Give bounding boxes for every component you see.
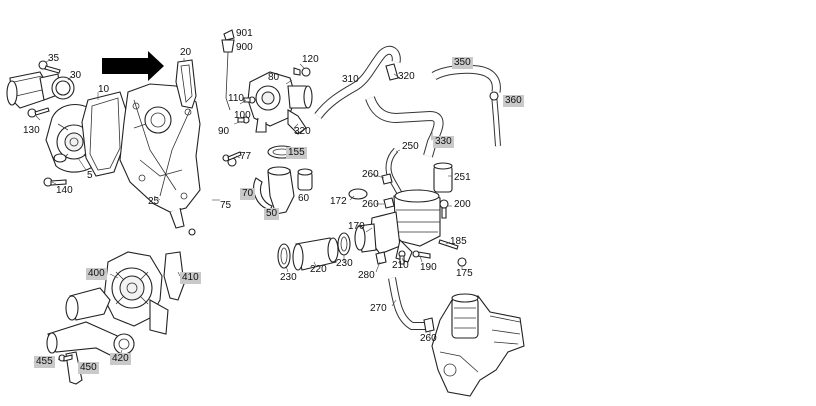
bolt-35 (38, 60, 61, 74)
part-label-310: 310 (342, 74, 359, 85)
auxiliary-pump-housing (354, 189, 441, 263)
part-label-455: 455 (34, 356, 55, 368)
part-label-260b: 260 (362, 199, 379, 210)
part-label-170: 170 (348, 221, 365, 232)
part-label-130: 130 (23, 125, 40, 136)
clamp-260a (381, 173, 393, 185)
part-label-100: 100 (234, 110, 251, 121)
bolt-130 (27, 107, 50, 118)
part-label-251: 251 (454, 172, 471, 183)
part-label-155: 155 (286, 147, 307, 159)
part-label-77: 77 (240, 151, 252, 162)
part-label-280: 280 (358, 270, 375, 281)
bolt-190 (412, 250, 431, 259)
hose-220 (292, 237, 339, 271)
sensor-900 (221, 29, 235, 111)
sleeve-60 (297, 168, 313, 191)
part-label-320a: 320 (294, 126, 311, 137)
part-label-30: 30 (70, 70, 82, 81)
part-label-230a: 230 (280, 272, 297, 283)
part-label-5: 5 (87, 170, 93, 181)
nut-175 (457, 257, 467, 267)
clamp-260c (423, 317, 435, 333)
part-label-200: 200 (454, 199, 471, 210)
part-label-10: 10 (98, 84, 110, 95)
part-label-900: 900 (236, 42, 253, 53)
part-label-120: 120 (302, 54, 319, 65)
part-label-450: 450 (78, 362, 99, 374)
bolt-210 (398, 250, 406, 265)
filter-cartridge-251 (433, 162, 453, 193)
pipe-420 (46, 321, 135, 359)
hose-320a (287, 109, 307, 135)
part-label-360: 360 (503, 95, 524, 107)
part-label-25: 25 (148, 196, 160, 207)
part-label-210: 210 (392, 260, 409, 271)
part-label-320b: 320 (398, 71, 415, 82)
part-label-185: 185 (450, 236, 467, 247)
part-label-420: 420 (110, 353, 131, 365)
hose-330 (365, 96, 444, 158)
part-label-110: 110 (228, 93, 244, 104)
part-label-220: 220 (310, 264, 327, 275)
part-label-60: 60 (298, 193, 310, 204)
hose-350 (431, 64, 501, 93)
part-label-230b: 230 (336, 258, 353, 269)
thermostat-housing-80 (247, 71, 313, 133)
part-label-172: 172 (330, 196, 347, 207)
bolt-120 (293, 67, 311, 77)
water-pump-400 (103, 251, 169, 335)
part-label-35: 35 (48, 53, 60, 64)
part-label-250: 250 (402, 141, 419, 152)
part-label-410: 410 (180, 272, 201, 284)
part-label-901: 901 (236, 28, 253, 39)
clamp-260b (383, 197, 395, 209)
pipe-360 (489, 91, 501, 147)
part-label-270: 270 (370, 303, 387, 314)
elbow-pipe-70 (267, 166, 295, 215)
part-label-90: 90 (218, 126, 230, 137)
gasket-10 (81, 91, 127, 177)
part-label-20: 20 (180, 47, 192, 58)
gasket-410 (163, 251, 185, 301)
direction-arrow-icon (102, 51, 164, 81)
part-label-75: 75 (220, 200, 232, 211)
clamp-230a (277, 243, 291, 269)
hose-270 (388, 277, 426, 330)
gasket-20 (175, 59, 197, 109)
hose-310 (314, 45, 401, 119)
part-label-140: 140 (56, 185, 73, 196)
gasket-ring-30 (51, 76, 75, 100)
part-label-190: 190 (420, 262, 437, 273)
bolt-110 (243, 96, 256, 104)
bolt-100 (237, 116, 250, 124)
part-label-260a: 260 (362, 169, 379, 180)
o-ring-172 (348, 188, 368, 200)
part-label-400: 400 (86, 268, 107, 280)
part-label-50: 50 (264, 208, 280, 220)
part-label-260c: 260 (420, 333, 437, 344)
part-label-330: 330 (433, 136, 454, 148)
bolt-200 (439, 199, 449, 219)
coolant-pipe-75 (188, 157, 237, 236)
clamp-280 (375, 251, 387, 265)
bolt-455 (58, 354, 73, 362)
inlet-pipe-400 (65, 287, 111, 321)
hose-250 (385, 147, 403, 196)
bolt-77 (222, 151, 242, 162)
part-label-80: 80 (268, 72, 280, 83)
timing-cover-25 (119, 83, 201, 229)
bolt-185 (438, 239, 459, 250)
part-label-175: 175 (456, 268, 473, 279)
clamp-320b (385, 63, 399, 81)
part-label-70: 70 (240, 188, 256, 200)
oil-filter-housing (431, 293, 525, 397)
part-label-350: 350 (452, 57, 473, 69)
clamp-230b (337, 232, 351, 256)
